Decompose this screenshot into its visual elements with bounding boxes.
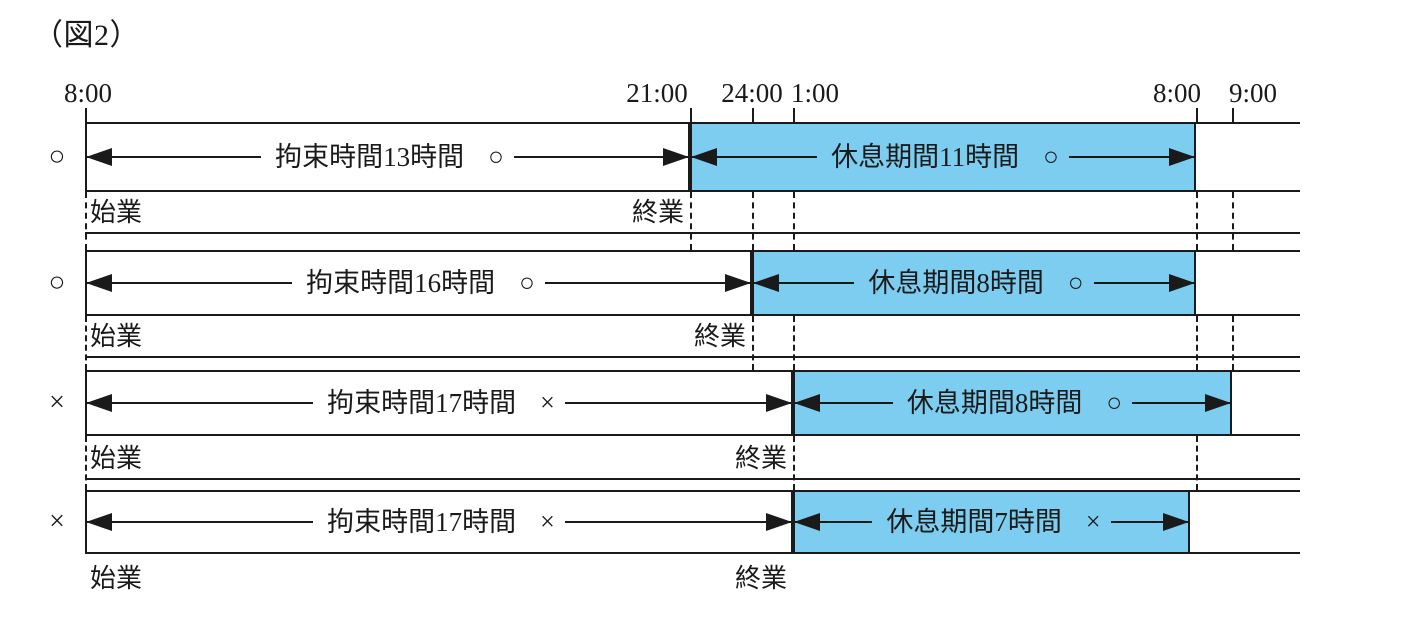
dashed-guide-line <box>1196 108 1198 122</box>
arrow-right-icon <box>564 521 792 523</box>
rest-period-judgement: ○ <box>1067 268 1084 297</box>
arrow-right-icon <box>513 156 688 158</box>
row-top-rule <box>1190 490 1300 492</box>
start-of-work-caption: 始業 <box>90 444 143 473</box>
dashed-guide-line <box>793 192 795 250</box>
row-judgement-mark: ○ <box>48 141 66 172</box>
dashed-guide-line <box>752 108 754 122</box>
work-period-label: 拘束時間16時間 <box>306 267 496 298</box>
arrow-left-icon <box>87 521 314 523</box>
arrow-left-icon <box>754 282 855 284</box>
dashed-guide-line <box>752 316 754 370</box>
work-period-judgement: × <box>540 507 555 536</box>
arrow-right-icon <box>1068 156 1194 158</box>
end-of-work-caption: 終業 <box>694 322 747 351</box>
dashed-guide-line <box>793 436 795 490</box>
dashed-guide-line <box>85 192 87 250</box>
work-period-bar: 拘束時間16時間 ○ <box>85 250 752 316</box>
dashed-guide-line <box>793 108 795 122</box>
dashed-guide-line <box>1196 316 1198 370</box>
end-of-work-caption: 終業 <box>735 444 788 473</box>
row-top-rule <box>1232 370 1300 372</box>
dashed-guide-line <box>690 108 692 122</box>
row-top-rule <box>1196 250 1300 252</box>
dashed-guide-line <box>752 192 754 250</box>
rest-period-label: 休息期間8時間 <box>868 267 1044 298</box>
arrow-right-icon <box>544 282 750 284</box>
row-judgement-mark: × <box>49 506 65 537</box>
work-period-label: 拘束時間13時間 <box>275 141 465 172</box>
arrow-left-icon <box>692 156 818 158</box>
dashed-guide-line <box>1232 316 1234 370</box>
dashed-guide-line <box>85 108 87 122</box>
row-separator-rule <box>85 232 1300 234</box>
dashed-guide-line <box>1232 192 1234 250</box>
dashed-guide-line <box>793 316 795 370</box>
work-period-judgement: × <box>540 388 555 417</box>
rest-period-judgement: × <box>1085 507 1101 536</box>
dashed-guide-line <box>85 436 87 490</box>
axis-time-label: 9:00 <box>1228 78 1278 108</box>
arrow-left-icon <box>795 402 893 404</box>
end-of-work-caption: 終業 <box>632 198 685 227</box>
figure-title: （図2） <box>33 19 140 52</box>
arrow-left-icon <box>87 156 262 158</box>
axis-time-label: 8:00 <box>1152 78 1202 108</box>
rest-period-bar: 休息期間8時間 ○ <box>793 370 1232 436</box>
row-top-rule <box>1196 122 1300 124</box>
arrow-right-icon <box>1110 521 1189 523</box>
row-separator-rule <box>85 356 1300 358</box>
start-of-work-caption: 始業 <box>90 322 143 351</box>
row-bottom-rule <box>1190 552 1300 554</box>
start-of-work-caption: 始業 <box>90 198 143 227</box>
work-period-judgement: ○ <box>519 268 535 297</box>
row-bottom-rule <box>1196 314 1300 316</box>
axis-time-label: 24:00 <box>721 78 783 108</box>
row-bottom-rule <box>1196 190 1300 192</box>
row-judgement-mark: × <box>49 387 65 418</box>
work-period-bar: 拘束時間17時間 × <box>85 370 793 436</box>
rest-period-judgement: ○ <box>1043 142 1059 171</box>
arrow-right-icon <box>1132 402 1230 404</box>
dashed-guide-line <box>1232 108 1234 122</box>
rest-period-bar: 休息期間7時間 × <box>793 490 1190 554</box>
rest-period-judgement: ○ <box>1106 388 1123 417</box>
arrow-left-icon <box>795 521 873 523</box>
row-separator-rule <box>85 478 1300 480</box>
work-period-bar: 拘束時間13時間 ○ <box>85 122 690 192</box>
start-of-work-caption: 始業 <box>90 564 143 593</box>
dashed-guide-line <box>690 192 692 250</box>
rest-period-bar: 休息期間11時間 ○ <box>690 122 1196 192</box>
row-judgement-mark: ○ <box>48 267 66 298</box>
arrow-right-icon <box>1093 282 1194 284</box>
arrow-left-icon <box>87 282 293 284</box>
end-of-work-caption: 終業 <box>735 564 788 593</box>
axis-time-label: 8:00 <box>63 78 113 108</box>
rest-period-label: 休息期間7時間 <box>886 506 1062 537</box>
rest-period-label: 休息期間8時間 <box>906 387 1083 418</box>
arrow-right-icon <box>564 402 792 404</box>
rest-period-bar: 休息期間8時間 ○ <box>752 250 1196 316</box>
dashed-guide-line <box>1196 436 1198 490</box>
dashed-guide-line <box>1196 192 1198 250</box>
work-period-judgement: ○ <box>488 142 504 171</box>
rest-period-label: 休息期間11時間 <box>831 141 1020 172</box>
row-bottom-rule <box>1232 434 1300 436</box>
axis-time-label: 1:00 <box>790 78 840 108</box>
dashed-guide-line <box>85 316 87 370</box>
arrow-left-icon <box>87 402 314 404</box>
axis-time-label: 21:00 <box>626 78 688 108</box>
work-period-bar: 拘束時間17時間 × <box>85 490 793 554</box>
work-period-label: 拘束時間17時間 <box>327 506 517 537</box>
work-period-label: 拘束時間17時間 <box>327 387 517 418</box>
